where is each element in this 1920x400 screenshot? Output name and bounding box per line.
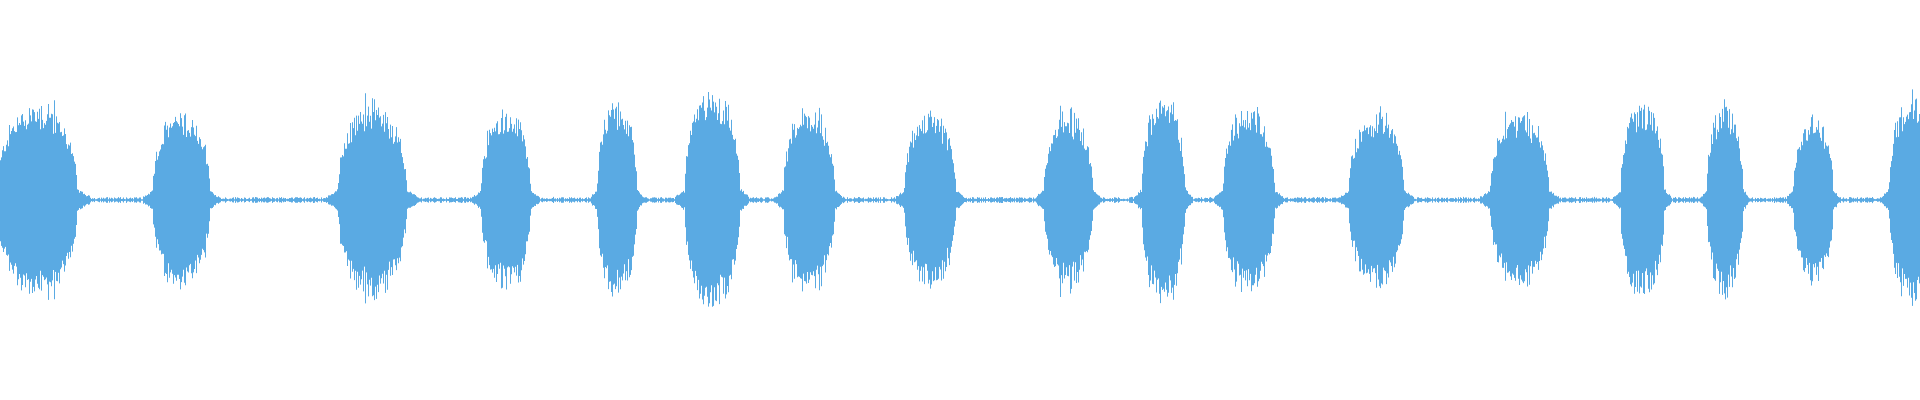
waveform-bars <box>0 89 1920 307</box>
